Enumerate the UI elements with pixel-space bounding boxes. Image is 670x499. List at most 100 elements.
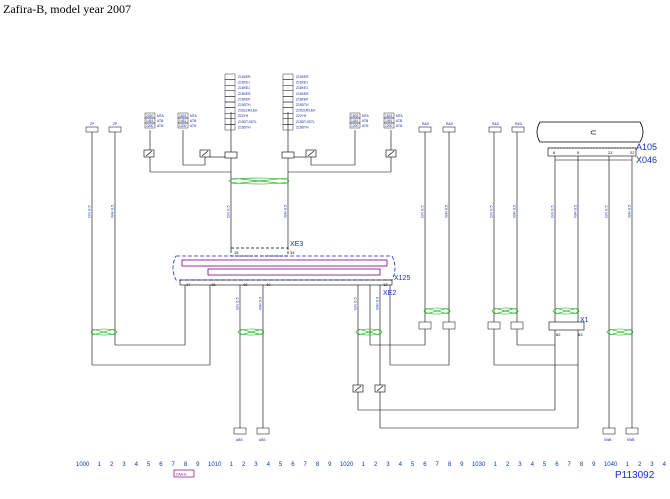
option-code: 1200 (179, 124, 187, 128)
engine-code-cell (224, 90, 236, 97)
svg-text:34: 34 (290, 250, 295, 255)
ruler-minor: 7 (436, 462, 440, 468)
wire-color-label: GN 0.5 (226, 205, 231, 218)
splice-boxes-top (143, 149, 397, 159)
ruler-minor: 2 (110, 462, 114, 468)
bottom-tag-swb1: SWB (602, 427, 616, 442)
top-tag-zp1: ZP (85, 122, 99, 133)
a105-label: A105 (636, 142, 657, 152)
engine-variant: Z18XEP (238, 97, 251, 101)
engine-code-cell (224, 124, 236, 131)
ruler-minor: 7 (172, 462, 176, 468)
option-code: 1623 (179, 114, 187, 118)
page-title: Zafira-B, model year 2007 (3, 2, 131, 16)
svg-text:SWB: SWB (604, 438, 612, 442)
ruler-major: 1000 (76, 462, 90, 468)
ruler-minor: 9 (196, 462, 200, 468)
engine-code-cell (224, 107, 236, 114)
engine-variant: Z18XER (238, 92, 251, 96)
ruler-minor: 1 (230, 462, 234, 468)
option-variant: ATN (157, 124, 164, 128)
option-variant: ATN (190, 124, 197, 128)
option-code: 1200 (146, 124, 154, 128)
wire-color-label: GN 0.5 (353, 297, 358, 310)
ruler-minor: 3 (650, 462, 654, 468)
svg-text:40: 40 (243, 282, 248, 287)
option-code: 2020 (146, 114, 154, 118)
top-tag-rd3: R&D (488, 122, 502, 133)
engine-variant: Z19DTJ/DTL (296, 120, 315, 124)
engine-variant: Z18XER (296, 92, 309, 96)
svg-text:CAN-H: CAN-H (176, 473, 187, 477)
option-code-cell (144, 122, 156, 129)
a105-pin: 21 (608, 150, 613, 155)
option-code: 1903 (351, 114, 359, 118)
svg-text:13: 13 (383, 282, 388, 287)
module-a105: ⊂ A105 X046 6 5 21 22 (536, 121, 657, 165)
ruler-minor: 5 (147, 462, 151, 468)
ruler-minor: 9 (460, 462, 464, 468)
svg-text:XE3: XE3 (290, 241, 303, 248)
ruler-minor: 1 (362, 462, 366, 468)
wires (91, 112, 633, 429)
engine-variant: Z19DTJ/DTL (238, 120, 257, 124)
svg-text:62: 62 (556, 332, 561, 337)
engine-list-1: Z16XERZ16XE1Z18XE1Z18XERZ18XEPZ19DTHZ20L… (224, 73, 258, 131)
connector-x1: X1 62 63 (548, 317, 589, 337)
figure-reference: P113092 (615, 470, 655, 481)
engine-code-cell (224, 73, 236, 80)
a105-pin: 5 (577, 150, 580, 155)
top-tag-rd1: R&D (418, 122, 432, 133)
connector-x125: X125 (172, 255, 410, 282)
svg-text:R&D: R&D (492, 122, 500, 126)
engine-variant: Z18XE1 (238, 86, 250, 90)
ruler-minor: 8 (316, 462, 320, 468)
engine-variant: Z18XE1 (296, 86, 308, 90)
ruler-minor: 3 (386, 462, 390, 468)
engine-code-cell (224, 96, 236, 103)
wire-color-label: WH 0.5 (512, 204, 517, 218)
engine-variant: Z16XER (296, 75, 309, 79)
ruler-minor: 6 (423, 462, 427, 468)
wire-color-label: WH 0.5 (573, 204, 578, 218)
option-variant: MTA (362, 114, 370, 118)
top-tag-rd2: R&D (442, 122, 456, 133)
ruler-minor: 2 (374, 462, 378, 468)
ruler-minor: 4 (663, 462, 667, 468)
svg-text:XE2: XE2 (383, 290, 396, 297)
engine-variant: Z22YH (238, 114, 249, 118)
option-code-cell (177, 122, 189, 129)
option-code-cell (383, 122, 395, 129)
wire-color-label: WH 0.5 (283, 204, 288, 218)
bottom-tag-abs2: ABS (256, 427, 270, 442)
engine-code-cell (282, 79, 294, 86)
ruler-minor: 8 (448, 462, 452, 468)
engine-code-cell (282, 96, 294, 103)
svg-text:63: 63 (578, 332, 583, 337)
bottom-tag-abs1: ABS (233, 427, 247, 442)
engine-variant: Z16XE1 (296, 81, 308, 85)
ruler-minor: 9 (328, 462, 332, 468)
option-variant: ATB (362, 119, 369, 123)
engine-code-cell (224, 113, 236, 120)
a105-pin: 6 (553, 150, 556, 155)
svg-text:SWB: SWB (627, 438, 635, 442)
svg-text:X1: X1 (580, 317, 589, 324)
engine-variant: Z20LER/LEH (238, 109, 258, 113)
wire-color-label: GN 0.5 (489, 205, 494, 218)
ruler-minor: 3 (518, 462, 522, 468)
engine-variant: Z19DTH (296, 103, 309, 107)
option-code: 1451 (385, 119, 393, 123)
wire-color-label: WH 0.5 (627, 204, 632, 218)
engine-code-cell (224, 118, 236, 125)
engine-variant: Z19DTH (238, 125, 251, 129)
engine-variant: Z20LER/LEH (296, 109, 316, 113)
option-variant: MTA (190, 114, 198, 118)
wire-color-label: GN 0.5 (550, 205, 555, 218)
ruler-major: 1010 (208, 462, 222, 468)
svg-text:15: 15 (234, 250, 239, 255)
option-code-cell (349, 122, 361, 129)
